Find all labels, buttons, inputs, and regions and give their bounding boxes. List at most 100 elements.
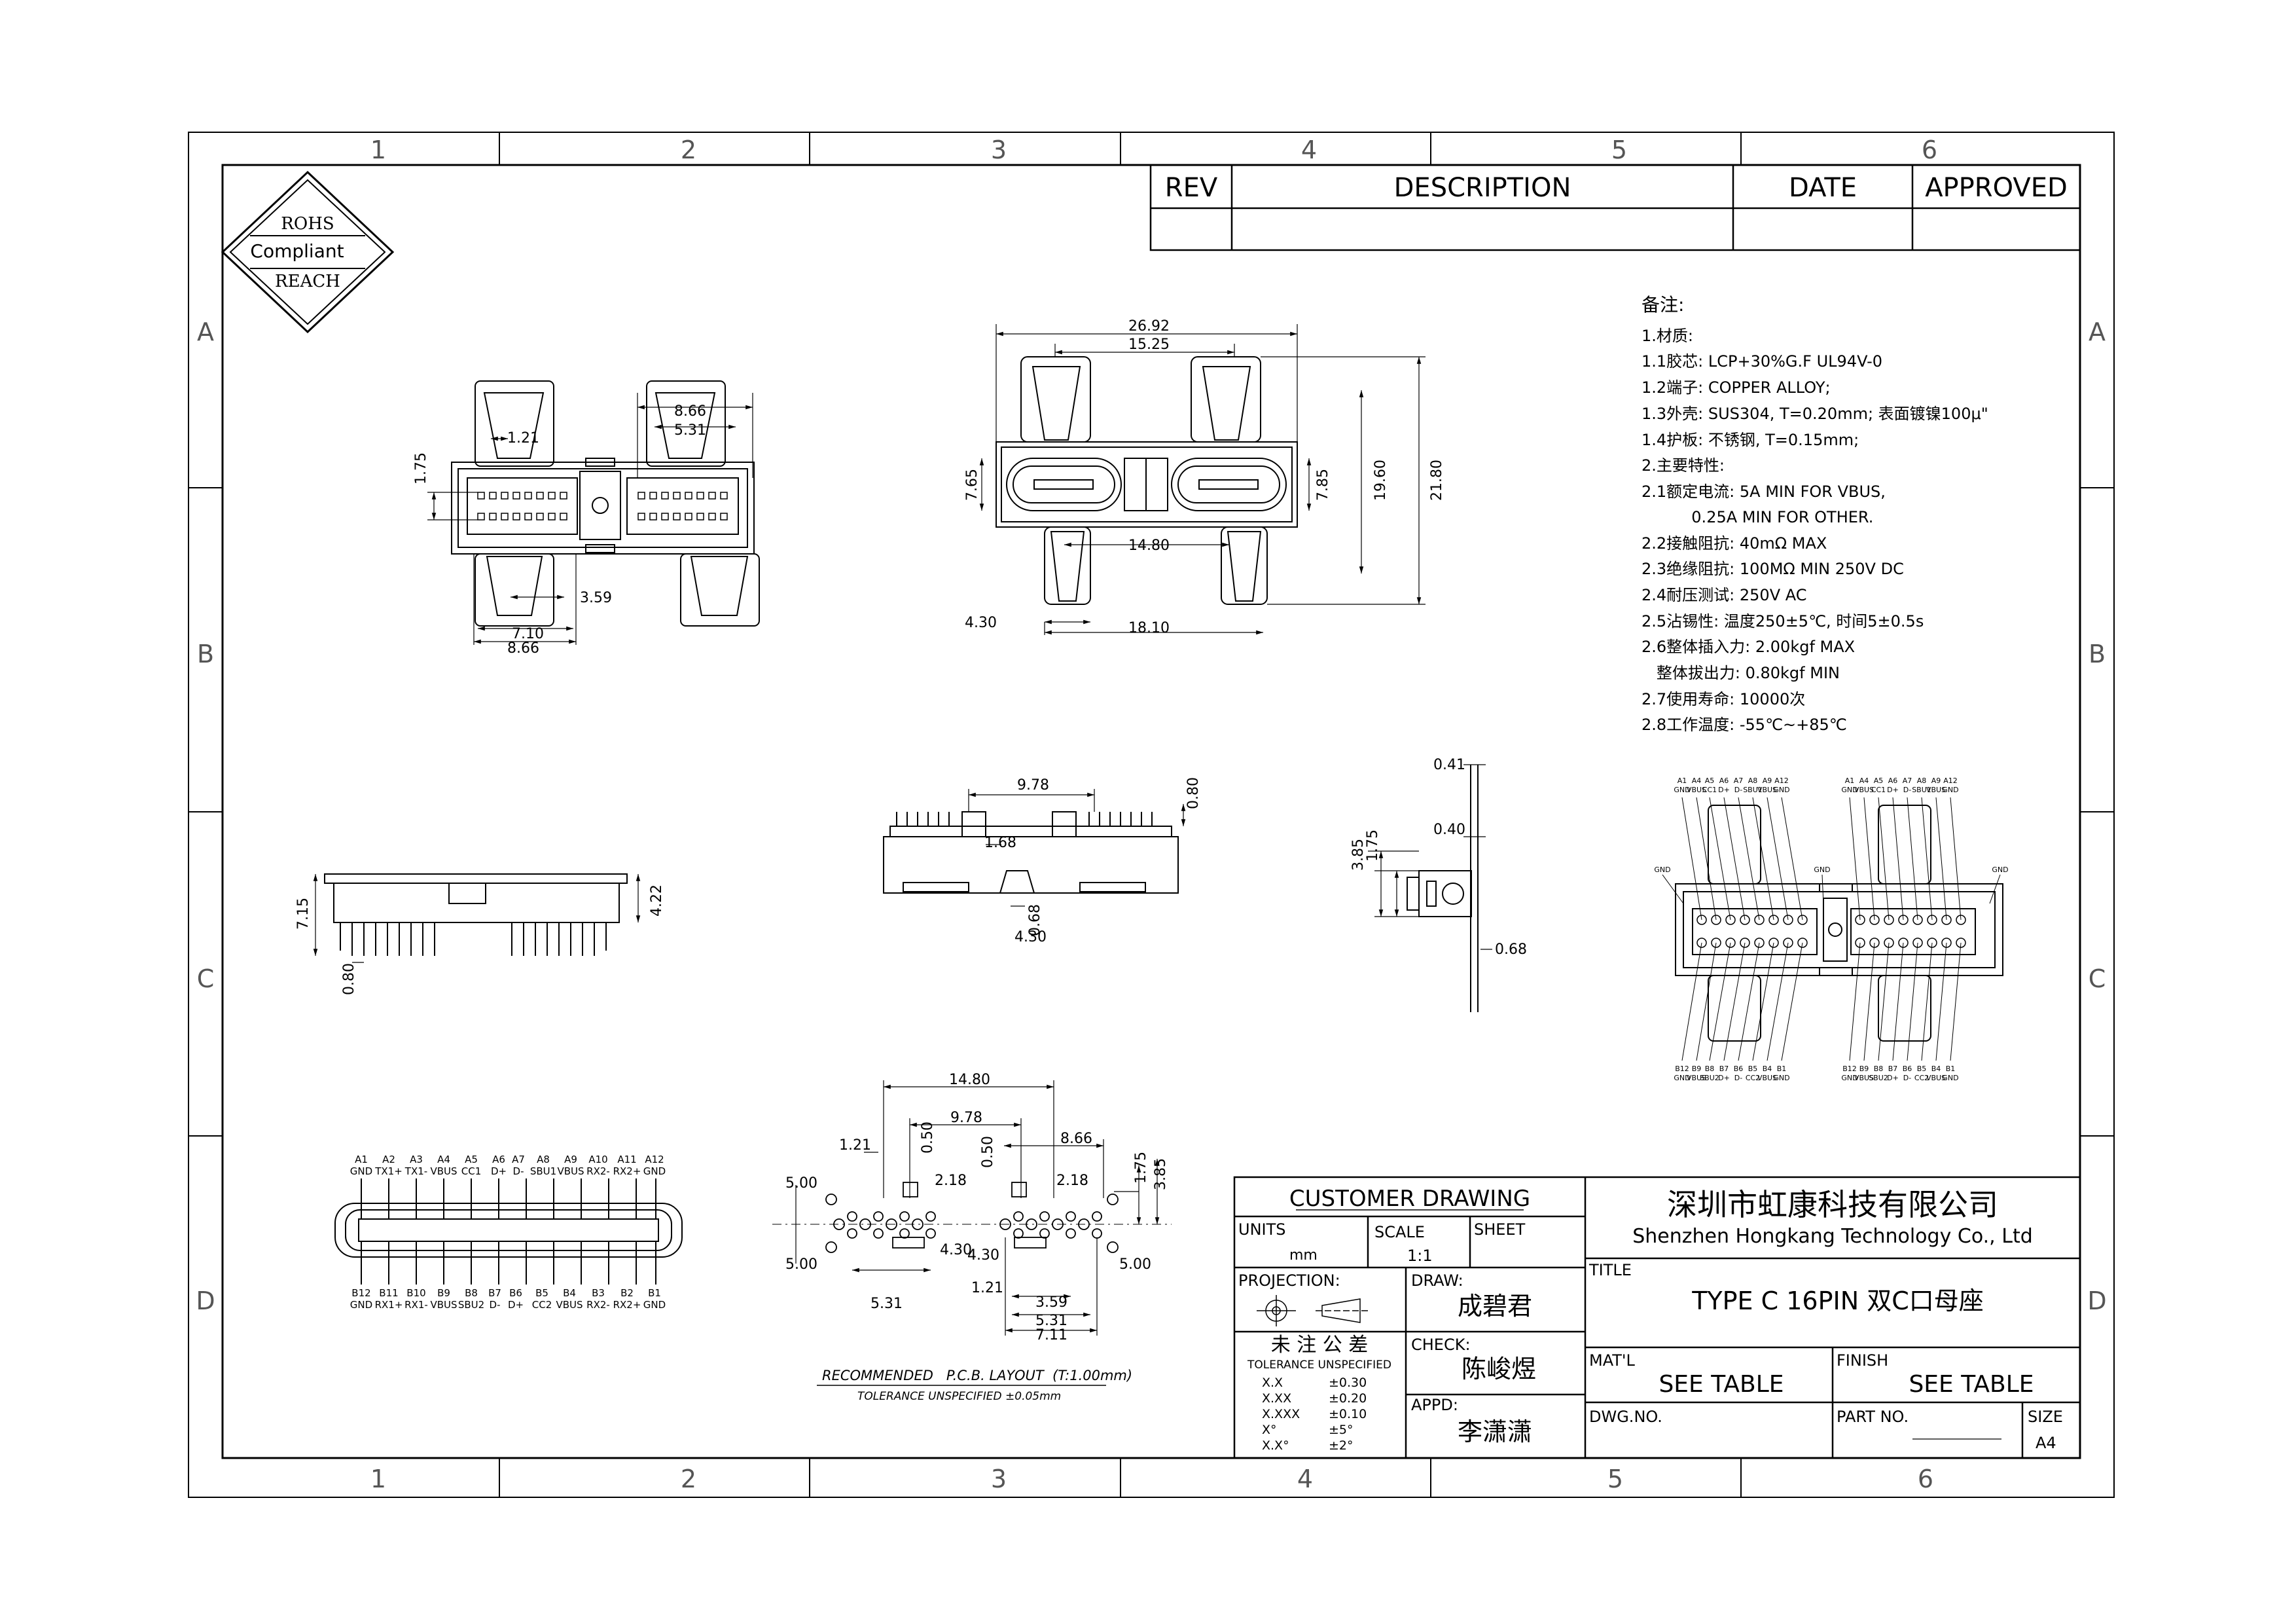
callout-bot-pin-b7-r: B7 bbox=[1888, 1065, 1898, 1073]
callout-bot-pin-b9-l: B9 bbox=[1692, 1065, 1702, 1073]
callout-top-pin-a9-r: A9 bbox=[1931, 776, 1941, 785]
callout-bot-pin-b4-r: B4 bbox=[1931, 1065, 1941, 1073]
fv-dim-1810: 18.10 bbox=[1128, 620, 1170, 636]
note-line-5: 1.4护板: 不锈钢, T=0.15mm; bbox=[1641, 431, 1859, 449]
note-line-3: 1.2端子: COPPER ALLOY; bbox=[1641, 378, 1831, 397]
pin-a1-sig: GND bbox=[350, 1165, 372, 1177]
col-top-3: 3 bbox=[991, 136, 1007, 164]
row-left-C: C bbox=[197, 964, 215, 993]
note-line-15: 2.7使用寿命: 10000次 bbox=[1641, 690, 1805, 708]
pin-b5-sig: CC2 bbox=[532, 1299, 552, 1311]
callout-top-sig-a7-r: D- bbox=[1903, 786, 1911, 794]
note-line-14: 整体拔出力: 0.80kgf MIN bbox=[1641, 664, 1840, 682]
pcb-dim-359: 3.59 bbox=[1035, 1294, 1067, 1311]
notes-heading: 备注: bbox=[1641, 294, 1684, 316]
tv-dim-866-bottom: 8.66 bbox=[507, 640, 539, 657]
callout-bot-pin-b12-r: B12 bbox=[1842, 1065, 1857, 1073]
pcb-dim-050-left: 0.50 bbox=[920, 1122, 936, 1154]
customer-drawing-label: CUSTOMER DRAWING bbox=[1289, 1186, 1530, 1212]
col-top-4: 4 bbox=[1301, 136, 1317, 164]
pcb-dim-978: 9.78 bbox=[950, 1110, 982, 1126]
bv-dim-068: 0.68 bbox=[1027, 904, 1043, 936]
callout-bot-sig-b12-r: GND bbox=[1841, 1074, 1857, 1082]
bv-dim-978: 9.78 bbox=[1017, 777, 1049, 793]
pcb-caption-title: RECOMMENDED P.C.B. LAYOUT (T:1.00mm) bbox=[822, 1368, 1132, 1383]
pin-b1: B1 bbox=[648, 1287, 661, 1299]
pin-b7: B7 bbox=[488, 1287, 501, 1299]
notes-block: 备注: 1.材质: 1.1胶芯: LCP+30%G.F UL94V-0 1.2端… bbox=[1641, 294, 1988, 734]
pin-a1: A1 bbox=[355, 1154, 368, 1165]
callout-bot-sig-b7-l: D+ bbox=[1718, 1074, 1730, 1082]
pin-b6-sig: D+ bbox=[508, 1299, 524, 1311]
pin-b10-sig: RX1- bbox=[404, 1299, 428, 1311]
note-line-12: 2.5沾锡性: 温度250±5℃, 时间5±0.5s bbox=[1641, 612, 1924, 630]
pcb-dim-500-right: 5.00 bbox=[1119, 1256, 1151, 1273]
callout-bot-pin-b8-r: B8 bbox=[1874, 1065, 1884, 1073]
pcb-dim-385: 3.85 bbox=[1153, 1158, 1169, 1190]
pcb-dim-430-left: 4.30 bbox=[940, 1242, 972, 1258]
pin-b8: B8 bbox=[465, 1287, 478, 1299]
callout-top-sig-a1-l: GND bbox=[1674, 786, 1690, 794]
tv-dim-359: 3.59 bbox=[580, 590, 612, 606]
callout-bot-sig-b4-l: VBUS bbox=[1757, 1074, 1777, 1082]
callout-top-sig-a12-l: GND bbox=[1773, 786, 1789, 794]
fv-dim-430: 4.30 bbox=[965, 615, 997, 631]
callout-top-pin-a4-l: A4 bbox=[1692, 776, 1702, 785]
pin-a8-sig: SBU1 bbox=[530, 1165, 556, 1177]
pin-b4-sig: VBUS bbox=[556, 1299, 583, 1311]
pcb-dim-175: 1.75 bbox=[1133, 1152, 1149, 1184]
callout-bot-sig-b7-r: D+ bbox=[1887, 1074, 1899, 1082]
matl-value: SEE TABLE bbox=[1659, 1371, 1784, 1398]
pin-a4: A4 bbox=[437, 1154, 450, 1165]
pin-b10: B10 bbox=[406, 1287, 425, 1299]
draw-label: DRAW: bbox=[1411, 1271, 1463, 1290]
pin-b6: B6 bbox=[509, 1287, 522, 1299]
note-line-7: 2.1额定电流: 5A MIN FOR VBUS, bbox=[1641, 483, 1886, 501]
pin-a10: A10 bbox=[588, 1154, 607, 1165]
callout-bot-sig-b12-l: GND bbox=[1674, 1074, 1690, 1082]
tol-row-1-key: X.X bbox=[1262, 1376, 1283, 1390]
row-right-C: C bbox=[2089, 964, 2106, 993]
tv-dim-531: 5.31 bbox=[674, 422, 706, 439]
bv-dim-080: 0.80 bbox=[1185, 777, 1202, 809]
col-top-2: 2 bbox=[681, 136, 696, 164]
pin-a2-sig: TX1+ bbox=[374, 1165, 403, 1177]
reach-label: REACH bbox=[275, 272, 340, 291]
callout-top-pin-a4-r: A4 bbox=[1859, 776, 1869, 785]
callout-top-pin-a9-l: A9 bbox=[1763, 776, 1772, 785]
note-line-13: 2.6整体插入力: 2.00kgf MAX bbox=[1641, 638, 1855, 656]
callout-bot-pin-b5-r: B5 bbox=[1917, 1065, 1927, 1073]
receptacle-pinout-view bbox=[334, 1178, 683, 1285]
callout-bot-pin-b9-r: B9 bbox=[1859, 1065, 1869, 1073]
bv-dim-168: 1.68 bbox=[984, 835, 1016, 851]
pcb-dim-050-right: 0.50 bbox=[980, 1136, 996, 1168]
fv-dim-2692: 26.92 bbox=[1128, 318, 1170, 335]
row-right-D: D bbox=[2087, 1286, 2106, 1315]
callout-top-sig-a9-l: VBUS bbox=[1757, 786, 1777, 794]
pv-dim-385: 3.85 bbox=[1350, 839, 1367, 871]
pcb-dim-121-bot: 1.21 bbox=[971, 1280, 1003, 1296]
callout-bot-pin-b6-l: B6 bbox=[1734, 1065, 1744, 1073]
note-line-6: 2.主要特性: bbox=[1641, 456, 1725, 475]
callout-top-pin-a6-r: A6 bbox=[1888, 776, 1898, 785]
callout-gnd-right: GND bbox=[1992, 866, 2008, 874]
bottom-side-view bbox=[883, 789, 1186, 907]
callout-bot-pin-b8-l: B8 bbox=[1705, 1065, 1715, 1073]
sv-dim-422: 4.22 bbox=[649, 884, 665, 917]
callout-top-sig-a6-l: D+ bbox=[1718, 786, 1730, 794]
title-block bbox=[1233, 1176, 2081, 1459]
tv-dim-710: 7.10 bbox=[512, 626, 544, 642]
note-line-16: 2.8工作温度: -55℃~+85℃ bbox=[1641, 716, 1847, 734]
pin-a12: A12 bbox=[645, 1154, 664, 1165]
pin-a3-sig: TX1- bbox=[404, 1165, 427, 1177]
callout-top-pin-a1-r: A1 bbox=[1845, 776, 1855, 785]
fv-dim-2180: 21.80 bbox=[1429, 460, 1445, 501]
callout-bot-sig-b6-r: D- bbox=[1903, 1074, 1911, 1082]
pcb-dim-866: 8.66 bbox=[1060, 1131, 1092, 1147]
pv-dim-041: 0.41 bbox=[1433, 757, 1465, 773]
callout-bot-sig-b4-r: VBUS bbox=[1926, 1074, 1946, 1082]
appd-name: 李潇潇 bbox=[1458, 1417, 1532, 1446]
company-name-en: Shenzhen Hongkang Technology Co., Ltd bbox=[1632, 1225, 2033, 1248]
pcb-dim-1480: 14.80 bbox=[949, 1072, 990, 1088]
size-value: A4 bbox=[2036, 1434, 2056, 1452]
